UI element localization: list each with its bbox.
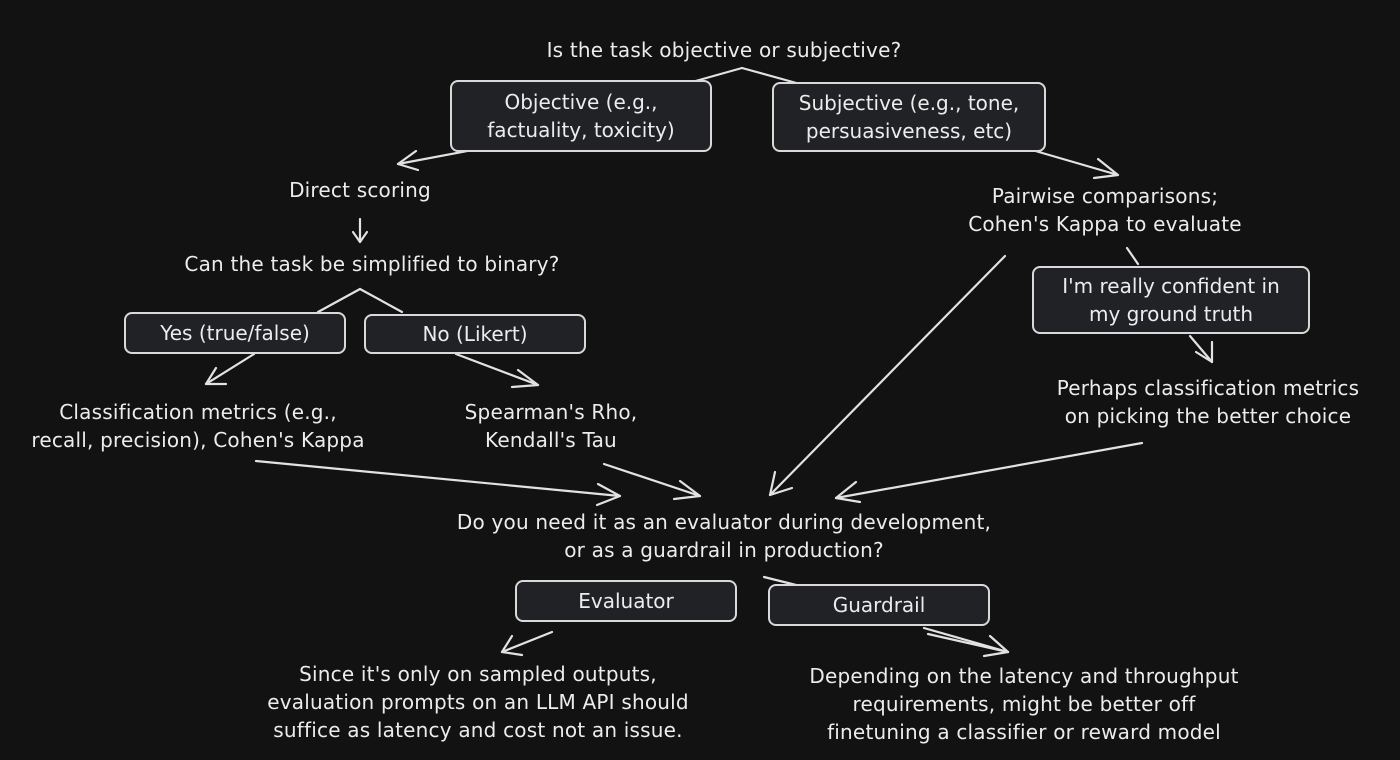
arrow (254, 459, 622, 498)
arrow (1188, 334, 1214, 364)
arrow (834, 441, 1144, 500)
perhaps-line-1: Perhaps classification metrics (1056, 376, 1360, 400)
arrowhead (351, 230, 369, 244)
direct-scoring: Direct scoring (289, 178, 431, 202)
subjective-line-2: persuasiveness, etc) (805, 119, 1013, 143)
question-usage: Do you need it as an evaluator during de… (457, 508, 991, 564)
evaluator-note: Since it's only on sampled outputs, eval… (267, 660, 689, 744)
arrowhead (1092, 157, 1120, 180)
arrowhead (1194, 340, 1214, 364)
arrowhead (500, 634, 524, 657)
arrowhead (396, 149, 420, 172)
usage-line-2: or as a guardrail in production? (564, 538, 884, 562)
guardrail-note-line-3: finetuning a classifier or reward model (827, 720, 1221, 744)
pairwise-line-1: Pairwise comparisons; (991, 184, 1219, 208)
connector-line (690, 66, 744, 84)
subjective-line-1: Subjective (e.g., tone, (798, 91, 1020, 115)
arrow (204, 352, 256, 386)
yes-option[interactable]: Yes (true/false) (124, 312, 346, 354)
arrowhead (510, 368, 540, 389)
arrowhead (595, 482, 622, 507)
spearman-line-2: Kendall's Tau (485, 428, 617, 452)
guardrail-note-line-1: Depending on the latency and throughput (809, 664, 1239, 688)
evaluator-note-line-2: evaluation prompts on an LLM API should (267, 690, 689, 714)
objective-line-1: Objective (e.g., (504, 90, 658, 114)
objective-line-2: factuality, toxicity) (487, 118, 675, 142)
arrowhead (204, 366, 228, 386)
guardrail-note: Depending on the latency and throughput … (809, 662, 1238, 746)
perhaps-classification-metrics: Perhaps classification metrics on pickin… (1057, 374, 1359, 430)
arrow (1030, 148, 1120, 177)
arrowhead (834, 480, 862, 504)
arrow (602, 462, 702, 498)
classification-line-2: recall, precision), Cohen's Kappa (31, 428, 365, 452)
classification-metrics: Classification metrics (e.g., recall, pr… (31, 398, 364, 454)
objective-option[interactable]: Objective (e.g., factuality, toxicity) (450, 80, 712, 152)
guardrail-note-line-2: requirements, might be better off (852, 692, 1196, 716)
connector-line (358, 287, 404, 314)
correlation-metrics: Spearman's Rho, Kendall's Tau (465, 398, 638, 454)
guardrail-option[interactable]: Guardrail (768, 584, 990, 626)
classification-line-1: Classification metrics (e.g., (59, 400, 337, 424)
arrowhead (982, 634, 1010, 658)
arrow (500, 630, 554, 654)
evaluator-note-line-1: Since it's only on sampled outputs, (299, 662, 657, 686)
connector-line (740, 66, 802, 86)
usage-line-1: Do you need it as an evaluator during de… (456, 510, 992, 534)
question-binary: Can the task be simplified to binary? (184, 252, 560, 276)
connector-line (316, 287, 362, 314)
perhaps-line-2: on picking the better choice (1064, 404, 1352, 428)
confident-line-2: my ground truth (1088, 302, 1254, 326)
ground-truth-confidence-option[interactable]: I'm really confident in my ground truth (1032, 266, 1310, 334)
no-option[interactable]: No (Likert) (364, 314, 586, 354)
question-task-type: Is the task objective or subjective? (546, 38, 902, 62)
pairwise-line-2: Cohen's Kappa to evaluate (968, 212, 1242, 236)
evaluator-note-line-3: suffice as latency and cost not an issue… (273, 718, 683, 742)
subjective-option[interactable]: Subjective (e.g., tone, persuasiveness, … (772, 82, 1046, 152)
arrowhead (768, 470, 794, 497)
spearman-line-1: Spearman's Rho, (464, 400, 638, 424)
arrow (768, 254, 1007, 497)
connector-line (1125, 246, 1140, 266)
confident-line-1: I'm really confident in (1062, 274, 1280, 298)
arrowhead (672, 479, 702, 501)
arrow (926, 632, 1010, 654)
arrow (454, 352, 540, 387)
pairwise-comparisons: Pairwise comparisons; Cohen's Kappa to e… (968, 182, 1242, 238)
evaluator-option[interactable]: Evaluator (515, 580, 737, 622)
